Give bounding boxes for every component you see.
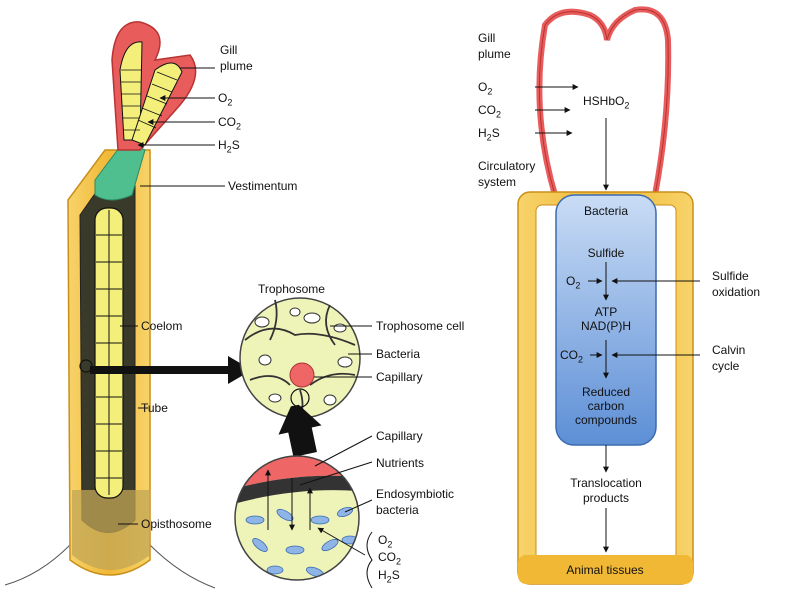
label-calvin-cycle: Calvin cycle (712, 343, 746, 373)
label-o2: O2 (218, 91, 233, 108)
animal-tissues-band (518, 555, 693, 584)
label-atp: ATP (594, 305, 618, 319)
label-trophosome-capillary: Capillary (376, 370, 423, 384)
label-vestimentum: Vestimentum (228, 179, 298, 193)
gill-lamella-right (131, 62, 183, 146)
gas-brace (366, 531, 373, 589)
label-detail-endosymbiotic: Endosymbiotic bacteria (376, 487, 455, 517)
label-trophosome-bacteria: Bacteria (376, 347, 421, 361)
label-translocation: Translocation products (570, 476, 642, 505)
label-right-bacteria: Bacteria (583, 204, 629, 218)
label-hshbo2: HSHbO2 (583, 94, 630, 111)
label-sulfide: Sulfide (587, 246, 625, 260)
label-co2: CO2 (218, 115, 242, 132)
label-right-h2s: H2S (478, 126, 500, 143)
leader-det-capillary (314, 435, 373, 467)
label-circulatory-system: Circulatory system (478, 159, 536, 189)
label-trophosome-cell: Trophosome cell (376, 319, 465, 333)
label-right-co2-in: CO2 (560, 348, 584, 365)
label-detail-co2: CO2 (378, 550, 402, 567)
seafloor-line (4, 544, 216, 589)
detail-section (234, 435, 373, 589)
label-tube: Tube (141, 401, 168, 415)
label-detail-capillary: Capillary (376, 429, 423, 443)
lamella-stripes (121, 69, 178, 131)
label-trophosome-title: Trophosome (258, 282, 325, 296)
label-coelom: Coelom (141, 319, 183, 333)
zoom-arrow-down (278, 404, 322, 457)
trophosome-cell-walls (244, 299, 356, 419)
label-right-o2-in: O2 (566, 274, 581, 291)
tubeworm-illustration (4, 21, 252, 589)
label-reduced-carbon: Reduced carbon compounds (574, 385, 638, 427)
label-nadph: NAD(P)H (581, 319, 631, 333)
label-h2s: H2S (218, 138, 240, 155)
symbiosis-schematic (517, 6, 700, 585)
leader-det-nutrients (299, 461, 373, 486)
trophosome-section (239, 297, 372, 457)
label-right-co2: CO2 (478, 103, 502, 120)
label-detail-h2s: H2S (378, 568, 400, 585)
zoom-arrow (90, 356, 252, 384)
label-right-o2: O2 (478, 80, 493, 97)
label-detail-o2: O2 (378, 533, 393, 550)
gill-lamella-left (119, 41, 143, 141)
label-opisthosome: Opisthosome (141, 517, 212, 531)
capillary-red (289, 362, 315, 388)
label-right-gill-plume: Gill plume (478, 31, 511, 61)
detail-circle (234, 455, 360, 581)
leader-det-bacteria (344, 499, 373, 513)
label-detail-nutrients: Nutrients (376, 456, 425, 470)
leader-det-gases (317, 527, 366, 556)
label-gill-plume: Gill plume (220, 43, 253, 73)
label-sulfide-oxidation: Sulfide oxidation (712, 269, 761, 299)
vestimentum (94, 139, 146, 201)
opisthosome (72, 490, 150, 570)
label-animal-tissues: Animal tissues (566, 563, 644, 577)
